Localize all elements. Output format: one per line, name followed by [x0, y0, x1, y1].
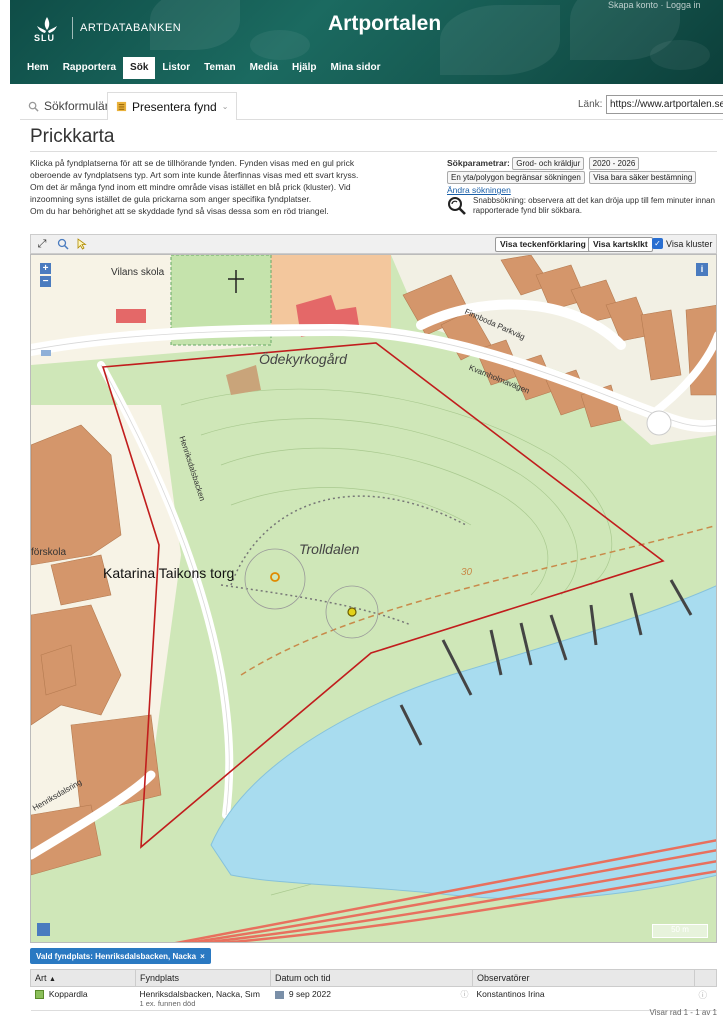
intro-line: inzoomning syns istället de gula prickar…: [30, 194, 312, 204]
site-header: SLU ARTDATABANKEN Artportalen Skapa kont…: [10, 0, 723, 84]
cell-date: 9 sep 2022 ⓘ: [270, 986, 473, 1011]
main-nav: Hem Rapportera Sök Listor Teman Media Hj…: [20, 57, 387, 79]
nav-item-rapportera[interactable]: Rapportera: [62, 62, 117, 73]
results-table: Art ▲ Fyndplats Datum och tid Observatör…: [30, 969, 717, 1011]
column-header-place[interactable]: Fyndplats: [135, 969, 271, 987]
table-row[interactable]: Koppardla Henriksdalsbacken, Nacka, Sım …: [30, 986, 717, 1011]
species-name: Koppardla: [48, 989, 88, 999]
param-chip-certain[interactable]: Visa bara säker bestämning: [589, 171, 697, 184]
nav-item-sok[interactable]: Sök: [123, 57, 156, 79]
column-header-date[interactable]: Datum och tid: [270, 969, 473, 987]
map-label-square: Katarina Taikons torg: [103, 565, 235, 581]
map-graphics: [31, 255, 716, 942]
place-detail: 1 ex. funnen död: [139, 999, 196, 1008]
layer-switcher-icon[interactable]: [37, 923, 50, 936]
selected-location-label: Vald fyndplats: Henriksdalsbacken, Nacka: [36, 951, 197, 961]
intro-line: oberoende av fyndplatsens typ. Art som i…: [30, 170, 359, 180]
page-title: Prickkarta: [30, 126, 115, 147]
tab-sokformular[interactable]: Sökformulär: [20, 92, 117, 120]
decor-leaf: [150, 0, 240, 50]
map-label-cemetery: Ödekyrkogård: [259, 351, 347, 367]
list-icon: [116, 101, 127, 112]
fullscreen-icon[interactable]: ⤢: [37, 238, 47, 250]
cluster-toggle[interactable]: ✓ Visa kluster: [652, 238, 712, 249]
place-name: Henriksdalsbacken, Nacka, Sım: [139, 989, 260, 999]
tab-label: Sökformulär: [44, 99, 109, 113]
date-value: 9 sep 2022: [288, 989, 331, 999]
map-toolbar: ⤢ Visa teckenförklaring Visa kartsklkt ✓…: [30, 234, 717, 254]
nav-item-mina-sidor[interactable]: Mina sidor: [330, 62, 381, 73]
params-row: Sökparametrar: Grod- och kräldjur 2020 -…: [447, 157, 723, 170]
sort-ascending-icon: ▲: [49, 976, 56, 983]
decor-leaf: [440, 5, 560, 75]
intro-line: Om det är många fynd inom ett mindre omr…: [30, 182, 351, 192]
zoom-box-icon[interactable]: [56, 238, 70, 251]
account-link[interactable]: Skapa konto · Logga in: [608, 0, 701, 10]
intro-text: Klicka på fyndplatserna för att se de ti…: [30, 157, 420, 217]
map-canvas[interactable]: + − i Vilans skola Ödekyrkogård Finnboda…: [30, 254, 717, 943]
params-label: Sökparametrar:: [447, 158, 510, 168]
tabs-row: Sökformulär Presentera fynd ⌄ Länk:: [20, 92, 723, 120]
change-search-link[interactable]: Ändra sökningen: [447, 185, 511, 195]
zoom-in-button[interactable]: +: [40, 263, 51, 274]
column-header-observers[interactable]: Observatörer: [472, 969, 695, 987]
column-header-actions: [694, 969, 717, 987]
logo-divider: [72, 17, 73, 39]
show-print-button[interactable]: Visa kartsklkt: [588, 237, 653, 252]
pointer-icon[interactable]: [75, 238, 89, 251]
column-header-species[interactable]: Art ▲: [30, 969, 136, 987]
nav-item-media[interactable]: Media: [249, 62, 279, 73]
map-label-contour: 30: [461, 567, 473, 578]
logo-artdatabanken[interactable]: ARTDATABANKEN: [80, 22, 182, 34]
magnifier-refresh-icon: [448, 197, 466, 215]
quick-search-text: Snabbsökning: observera att det kan dröj…: [473, 196, 715, 215]
chevron-down-icon: ⌄: [221, 102, 229, 111]
scale-bar: 50 m: [652, 924, 708, 938]
intro-line: Om du har behörighet att se skyddade fyn…: [30, 206, 329, 216]
param-chip-polygon[interactable]: En yta/polygon begränsar sökningen: [447, 171, 585, 184]
close-icon[interactable]: ×: [200, 951, 205, 961]
slu-logo-icon[interactable]: [32, 14, 62, 44]
param-chip-taxon[interactable]: Grod- och kräldjur: [512, 157, 585, 170]
divider: [30, 151, 717, 152]
tab-label: Presentera fynd: [132, 99, 217, 114]
link-label: Länk:: [578, 99, 603, 110]
map-label-preschool: förskola: [31, 547, 67, 558]
search-icon: [28, 101, 39, 112]
params-row: En yta/polygon begränsar sökningen Visa …: [447, 171, 723, 184]
param-chip-years[interactable]: 2020 - 2026: [588, 157, 640, 170]
decor-bird: [650, 40, 710, 70]
info-icon[interactable]: i: [696, 263, 708, 276]
cluster-label: Visa kluster: [666, 238, 713, 249]
info-small-icon[interactable]: ⓘ: [460, 990, 469, 999]
map-label-school: Vilans skola: [111, 267, 165, 278]
calendar-icon: [274, 990, 284, 999]
cell-observer: Konstantinos Irina: [472, 986, 695, 1011]
zoom-slider-handle[interactable]: [41, 350, 51, 356]
column-header-label: Art: [35, 973, 47, 983]
cell-details[interactable]: ⓘ: [694, 986, 717, 1011]
table-header-row: Art ▲ Fyndplats Datum och tid Observatör…: [30, 969, 717, 987]
nav-item-listor[interactable]: Listor: [162, 62, 191, 73]
cell-place: Henriksdalsbacken, Nacka, Sım 1 ex. funn…: [135, 986, 271, 1011]
row-count: Visar rad 1 - 1 av 1: [649, 1008, 717, 1017]
site-title[interactable]: Artportalen: [328, 12, 442, 35]
decor-bird: [250, 30, 310, 60]
cell-species[interactable]: Koppardla: [30, 986, 136, 1011]
nav-item-hjalp[interactable]: Hjälp: [292, 62, 317, 73]
share-link-input[interactable]: [606, 95, 723, 114]
map-label-area: Trolldalen: [299, 541, 360, 557]
nav-item-hem[interactable]: Hem: [27, 62, 49, 73]
checkbox-checked-icon[interactable]: ✓: [652, 238, 663, 249]
species-icon: [34, 990, 44, 1000]
zoom-out-button[interactable]: −: [40, 276, 51, 287]
tab-presentera-fynd[interactable]: Presentera fynd ⌄: [107, 92, 238, 120]
show-legend-button[interactable]: Visa teckenförklaring: [495, 237, 591, 252]
intro-line: Klicka på fyndplatserna för att se de ti…: [30, 158, 355, 168]
details-icon[interactable]: ⓘ: [698, 990, 708, 1000]
search-params: Sökparametrar: Grod- och kräldjur 2020 -…: [447, 157, 723, 195]
logo-slu-text: SLU: [34, 33, 55, 43]
selected-location-pill[interactable]: Vald fyndplats: Henriksdalsbacken, Nacka…: [30, 948, 211, 964]
nav-item-teman[interactable]: Teman: [204, 62, 236, 73]
